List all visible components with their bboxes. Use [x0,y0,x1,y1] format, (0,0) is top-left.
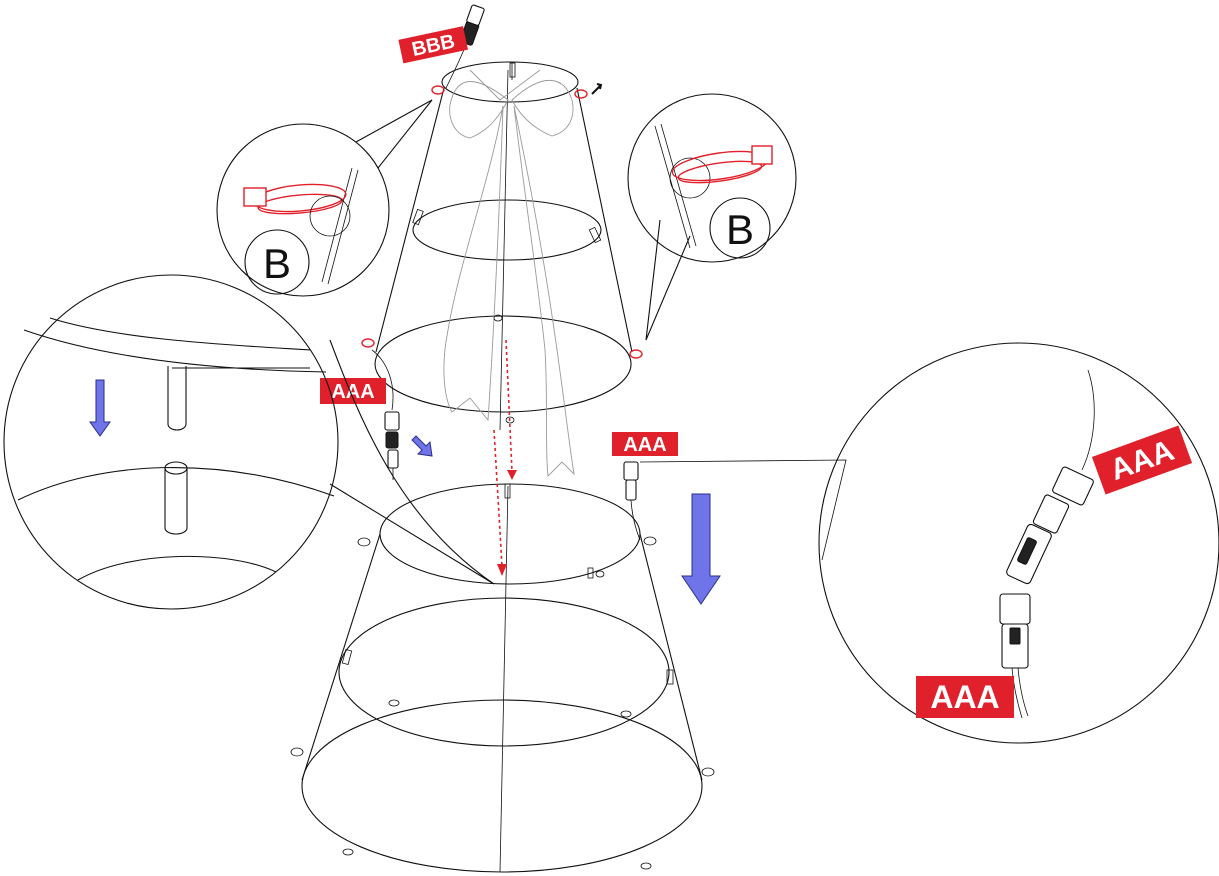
tag-text: AAA [331,381,374,403]
callout-plug-connection [639,342,1219,744]
cable-tie-icon [361,85,643,359]
tag-bbb: BBB [398,26,468,64]
bottom-tree-section [301,208,703,873]
bow-decoration [443,69,575,477]
down-arrow-icon [681,493,721,605]
callout-peg-fit [3,274,495,610]
tag-text: AAA [623,434,666,456]
callout-letter: B [726,206,754,253]
tag-aaa-left: AAA [320,378,386,404]
tag-aaa-right: AAA [612,432,678,456]
connector-plug-icon [623,461,641,541]
connector-plug-icon [371,349,400,480]
frame-clip-icon [290,536,715,777]
tag-text: AAA [930,679,999,715]
small-arrow-icon [591,83,603,95]
tag-text: BBB [410,30,457,61]
alignment-guide [493,339,517,576]
top-tree-section [374,61,633,431]
callout-left-cable-tie: B [216,99,433,297]
tag-aaa-zoom-lower: AAA [916,676,1014,718]
tag-aaa-zoom-upper: AAA [1091,425,1193,495]
callout-letter: B [263,240,291,287]
down-arrow-icon [411,435,433,457]
callout-right-cable-tie: B [627,93,797,341]
